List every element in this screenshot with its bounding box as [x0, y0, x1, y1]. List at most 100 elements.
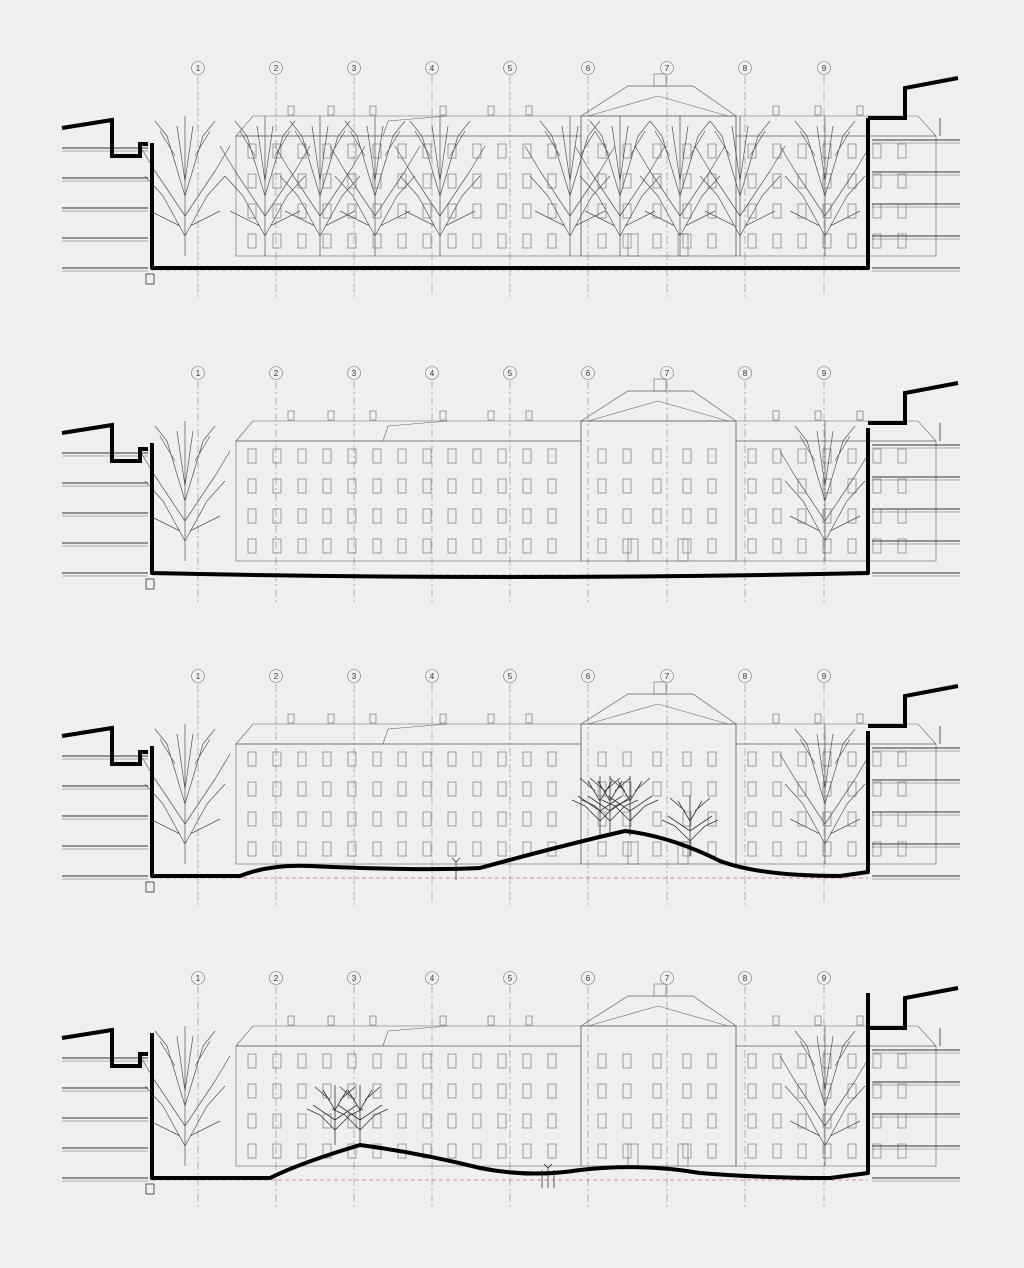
axis-label: 9 — [822, 672, 827, 681]
axis-label: 7 — [665, 672, 670, 681]
axis-marker-icon — [503, 971, 517, 985]
tree-icon — [331, 1084, 389, 1146]
neighbour-building-left — [61, 117, 155, 285]
neighbour-building-left — [61, 1027, 155, 1195]
axis-label: 3 — [352, 672, 357, 681]
tree-icon — [634, 115, 726, 257]
tree-icon — [329, 115, 421, 257]
elevation-section-3: 1 2 3 4 5 6 7 8 9 — [61, 669, 960, 906]
building-facade — [236, 984, 936, 1166]
axis-marker-icon — [269, 971, 283, 985]
tree-icon — [274, 115, 366, 257]
axis-marker-icon — [738, 971, 752, 985]
roof-profile — [61, 1027, 148, 1068]
axis-marker-icon — [817, 971, 831, 985]
axis-label: 6 — [586, 974, 591, 983]
tree-icon — [306, 1084, 364, 1146]
axis-label: 3 — [352, 369, 357, 378]
level-marker-icon — [541, 1163, 555, 1188]
foundation — [145, 578, 155, 590]
axis-marker-icon — [269, 669, 283, 683]
axis-marker-icon — [817, 61, 831, 75]
axis-label: 7 — [665, 369, 670, 378]
axis-label: 9 — [822, 974, 827, 983]
axis-marker-icon — [581, 971, 595, 985]
axis-marker-icon — [425, 366, 439, 380]
axis-marker-icon — [191, 971, 205, 985]
neighbour-building-left — [61, 725, 155, 893]
axis-marker-icon — [738, 366, 752, 380]
axis-label: 1 — [196, 64, 201, 73]
foundation — [145, 881, 155, 893]
axis-label: 4 — [430, 64, 435, 73]
axis-marker-icon — [269, 61, 283, 75]
roof-profile — [868, 76, 959, 120]
axis-label: 4 — [430, 672, 435, 681]
axis-label: 5 — [508, 672, 513, 681]
axis-label: 1 — [196, 369, 201, 378]
building-facade — [236, 682, 936, 864]
axis-marker-icon — [425, 669, 439, 683]
axis-label: 2 — [274, 369, 279, 378]
axis-marker-icon — [660, 61, 674, 75]
axis-marker-icon — [738, 61, 752, 75]
axis-marker-icon — [581, 366, 595, 380]
axis-label: 5 — [508, 974, 513, 983]
tree-icon — [394, 115, 486, 257]
axis-label: 9 — [822, 64, 827, 73]
axis-marker-icon — [347, 366, 361, 380]
roof-profile — [868, 986, 959, 1030]
axis-marker-icon — [191, 669, 205, 683]
axis-label: 3 — [352, 974, 357, 983]
axis-label: 1 — [196, 672, 201, 681]
axis-label: 2 — [274, 64, 279, 73]
terrain-section-line — [150, 731, 870, 878]
roof-profile — [61, 725, 148, 766]
axis-marker-icon — [660, 669, 674, 683]
axis-label: 7 — [665, 974, 670, 983]
tree-icon — [574, 115, 666, 257]
axis-label: 5 — [508, 369, 513, 378]
foundation — [145, 273, 155, 285]
axis-label: 8 — [743, 672, 748, 681]
axis-label: 8 — [743, 974, 748, 983]
neighbour-building-right — [868, 986, 960, 1182]
axis-marker-icon — [269, 366, 283, 380]
terrain-section-line — [150, 118, 870, 270]
axis-label: 4 — [430, 369, 435, 378]
axis-marker-icon — [347, 61, 361, 75]
axis-marker-icon — [347, 971, 361, 985]
axis-label: 3 — [352, 64, 357, 73]
neighbour-building-left — [61, 422, 155, 590]
axis-label: 6 — [586, 369, 591, 378]
axis-label: 2 — [274, 974, 279, 983]
axis-marker-icon — [817, 669, 831, 683]
building-facade — [236, 379, 936, 561]
level-marker-icon — [451, 857, 461, 880]
tree-icon — [219, 115, 311, 257]
tree-icon — [524, 115, 616, 257]
tree-icon — [779, 723, 871, 865]
axis-marker-icon — [817, 366, 831, 380]
axis-label: 9 — [822, 369, 827, 378]
axis-marker-icon — [503, 669, 517, 683]
neighbour-building-right — [868, 76, 960, 272]
roof-profile — [868, 684, 959, 728]
axis-label: 2 — [274, 672, 279, 681]
axis-label: 8 — [743, 369, 748, 378]
axis-marker-icon — [738, 669, 752, 683]
tree-icon — [779, 115, 871, 257]
axis-marker-icon — [503, 61, 517, 75]
axis-marker-icon — [191, 366, 205, 380]
tree-icon — [779, 1025, 871, 1167]
axis-marker-icon — [581, 669, 595, 683]
terrain-section-line — [150, 428, 870, 579]
axis-marker-icon — [425, 971, 439, 985]
axis-label: 6 — [586, 672, 591, 681]
axis-label: 4 — [430, 974, 435, 983]
axis-label: 7 — [665, 64, 670, 73]
axis-marker-icon — [581, 61, 595, 75]
